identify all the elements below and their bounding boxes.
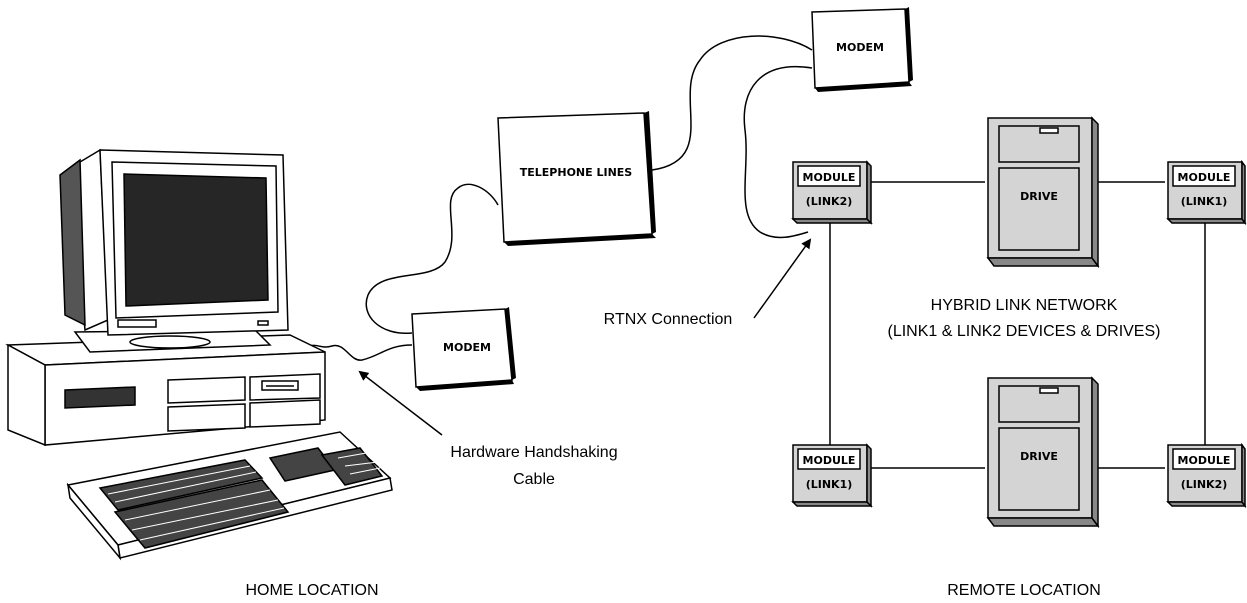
system-unit [5,334,326,447]
monitor [59,148,289,336]
computer-icon [5,148,393,561]
callout-arrows [358,238,812,436]
telephone-lines-box: TELEPHONE LINES [497,111,656,246]
drive-bottom: DRIVE [986,376,1100,529]
home-modem-label: MODEM [443,341,491,354]
handshaking-arrow [358,370,443,436]
module-link2-top: MODULE (LINK2) [791,160,873,225]
network-title-line1: HYBRID LINK NETWORK [931,297,1118,314]
remote-location-label: REMOTE LOCATION [947,582,1101,599]
network-title-line2: (LINK1 & LINK2 DEVICES & DRIVES) [888,323,1161,340]
network-links [829,181,1206,469]
cable-label-line2: Cable [513,471,555,488]
phone-cable-remote [651,35,813,171]
drive-top: DRIVE [986,116,1100,269]
module-link: (LINK2) [806,195,853,208]
keyboard [66,431,393,561]
module-name: MODULE [803,454,856,467]
home-modem: MODEM [411,307,516,391]
module-name: MODULE [803,171,856,184]
module-link: (LINK1) [1181,195,1228,208]
cable-label-line1: Hardware Handshaking [450,444,617,461]
remote-modem-label: MODEM [836,41,884,54]
remote-modem: MODEM [811,7,913,92]
rtnx-label: RTNX Connection [604,311,733,328]
rtnx-cable [743,66,813,239]
module-name: MODULE [1178,171,1231,184]
rtnx-arrow [753,238,812,319]
telephone-lines-label: TELEPHONE LINES [520,166,633,179]
cables [299,35,813,361]
handshaking-cable [299,344,413,361]
module-link2-bottom: MODULE (LINK2) [1166,442,1247,509]
drive-top-label: DRIVE [1020,190,1058,203]
module-name: MODULE [1178,454,1231,467]
drive-bottom-label: DRIVE [1020,450,1058,463]
module-link1-top: MODULE (LINK1) [1166,159,1247,226]
module-link1-bottom: MODULE (LINK1) [791,443,873,508]
phone-cable-home [365,183,499,334]
module-link: (LINK1) [806,478,853,491]
module-link: (LINK2) [1181,478,1228,491]
home-location-label: HOME LOCATION [245,582,378,599]
